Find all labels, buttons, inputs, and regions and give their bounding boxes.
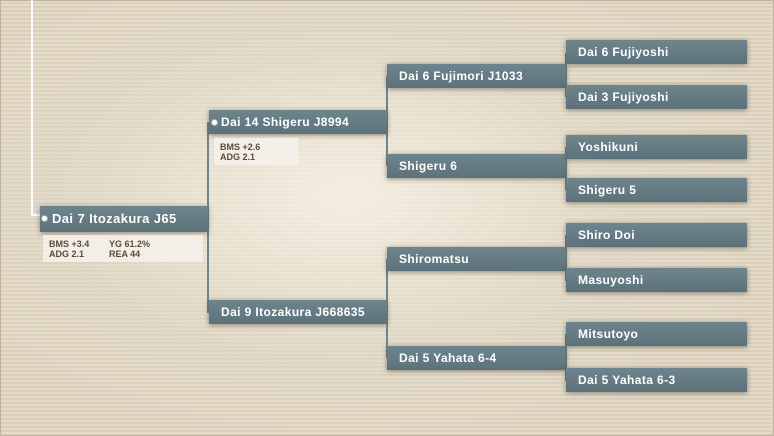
root-stat-rea: REA 44 — [109, 249, 141, 259]
ds-dam-box[interactable]: Masuyoshi — [566, 268, 747, 292]
ss-sire-box[interactable]: Dai 6 Fujiyoshi — [566, 40, 747, 64]
ss-dam-name: Dai 3 Fujiyoshi — [578, 90, 669, 104]
ds-sire-box[interactable]: Shiro Doi — [566, 223, 747, 247]
root-stats-panel: BMS +3.4 YG 61.2% ADG 2.1 REA 44 — [43, 235, 203, 262]
sd-sire-box[interactable]: Yoshikuni — [566, 135, 747, 159]
dd-dam-box[interactable]: Dai 5 Yahata 6-3 — [566, 368, 747, 392]
dd-sire-name: Mitsutoyo — [578, 327, 639, 341]
sire-stats-panel: BMS +2.6 ADG 2.1 — [214, 138, 298, 165]
sire-stat-bms: BMS +2.6 — [220, 142, 261, 152]
gen3-c-vertical-line — [565, 235, 567, 281]
ds-dam-name: Masuyoshi — [578, 273, 644, 287]
sd-dam-box[interactable]: Shigeru 5 — [566, 178, 747, 202]
dam-dam-name: Dai 5 Yahata 6-4 — [399, 351, 497, 365]
dam-sire-box[interactable]: Shiromatsu — [387, 247, 566, 271]
gen3-d-vertical-line — [565, 334, 567, 381]
sire-dam-box[interactable]: Shigeru 6 — [387, 154, 566, 178]
gen2-dam-vertical-line — [386, 259, 388, 358]
gen3-b-vertical-line — [565, 147, 567, 190]
dd-dam-name: Dai 5 Yahata 6-3 — [578, 373, 676, 387]
sd-dam-name: Shigeru 5 — [578, 183, 637, 197]
sire-sire-box[interactable]: Dai 6 Fujimori J1033 — [387, 64, 566, 88]
dam-name: Dai 9 Itozakura J668635 — [221, 305, 365, 319]
sire-stat-adg: ADG 2.1 — [220, 152, 256, 162]
dam-sire-name: Shiromatsu — [399, 252, 470, 266]
dd-sire-box[interactable]: Mitsutoyo — [566, 322, 747, 346]
gen3-a-vertical-line — [565, 53, 567, 97]
ds-sire-name: Shiro Doi — [578, 228, 635, 242]
root-stat-adg: ADG 2.1 — [49, 249, 85, 259]
ss-sire-name: Dai 6 Fujiyoshi — [578, 45, 669, 59]
root-stat-bms: BMS +3.4 — [49, 239, 90, 249]
sire-sire-name: Dai 6 Fujimori J1033 — [399, 69, 524, 83]
ss-dam-box[interactable]: Dai 3 Fujiyoshi — [566, 85, 747, 109]
root-animal-name: Dai 7 Itozakura J65 — [52, 211, 177, 226]
root-guide-line — [31, 0, 33, 215]
sd-sire-name: Yoshikuni — [578, 140, 639, 154]
root-stat-yg: YG 61.2% — [109, 239, 151, 249]
sire-box[interactable]: Dai 14 Shigeru J8994 — [209, 110, 387, 134]
gen1-vertical-line — [207, 122, 209, 313]
sire-name: Dai 14 Shigeru J8994 — [221, 115, 350, 129]
dam-box[interactable]: Dai 9 Itozakura J668635 — [209, 300, 387, 324]
root-guide-connector — [31, 214, 43, 216]
dam-dam-box[interactable]: Dai 5 Yahata 6-4 — [387, 346, 566, 370]
root-animal-box[interactable]: Dai 7 Itozakura J65 — [40, 206, 208, 232]
root-dot — [41, 215, 48, 222]
sire-dot — [211, 119, 218, 126]
sire-dam-name: Shigeru 6 — [399, 159, 458, 173]
gen2-sire-vertical-line — [386, 76, 388, 166]
